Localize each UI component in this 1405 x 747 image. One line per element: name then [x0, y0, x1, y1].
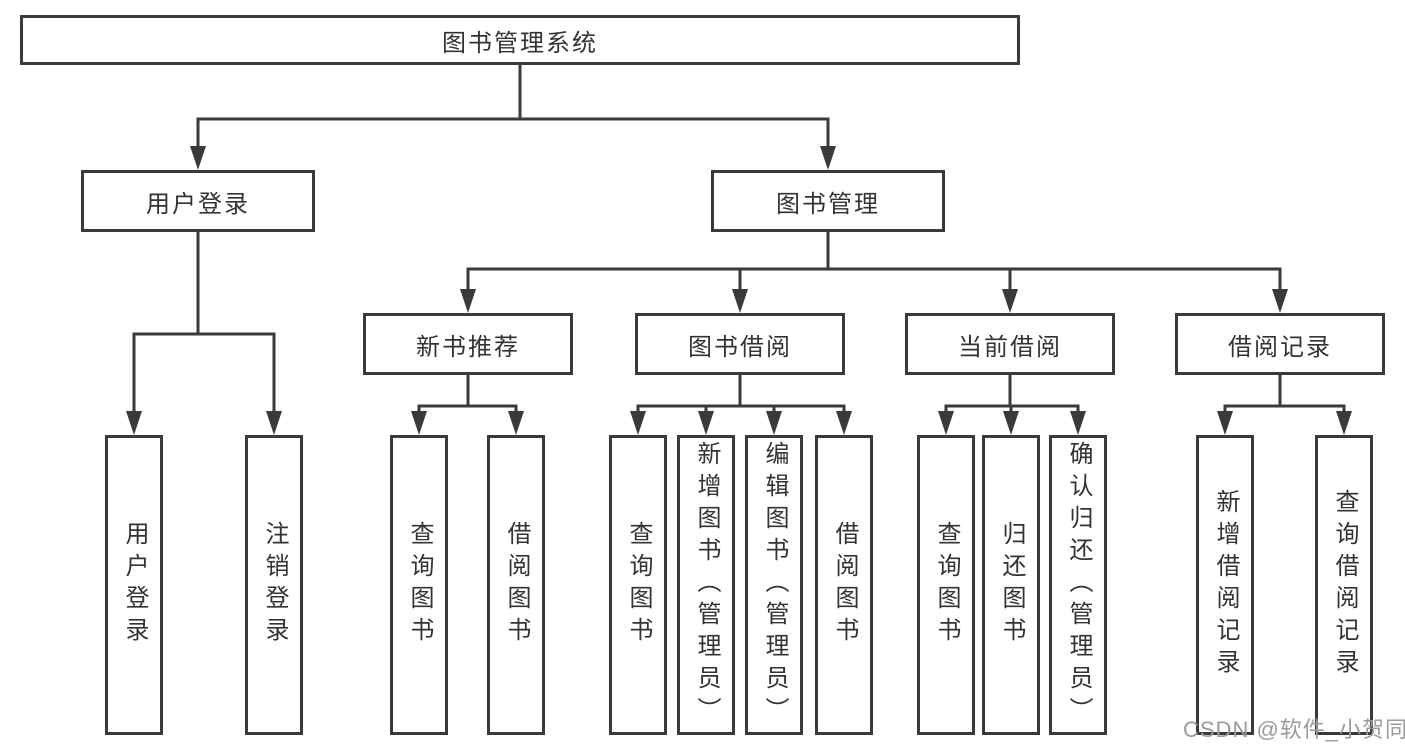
leaf-confirm-return-admin-label: 确认归还（管理员）: [1065, 441, 1092, 729]
leaf-borrow-books-1: 借阅图书: [487, 435, 545, 735]
node-user-login: 用户登录: [81, 170, 315, 232]
leaf-user-login-label: 用户登录: [121, 521, 148, 649]
connector-new-book-recommend-children: [411, 375, 524, 435]
connector-current-borrow-children: [938, 375, 1086, 435]
node-root: 图书管理系统: [20, 15, 1020, 65]
node-root-label: 图书管理系统: [442, 29, 598, 57]
leaf-edit-book-admin: 编辑图书（管理员）: [745, 435, 803, 735]
leaf-confirm-return-admin: 确认归还（管理员）: [1049, 435, 1107, 735]
connector-book-management-modules: [460, 232, 1288, 313]
leaf-add-borrow-record-label: 新增借阅记录: [1212, 489, 1239, 681]
leaf-add-book-admin: 新增图书（管理员）: [677, 435, 735, 735]
leaf-query-borrow-record-label: 查询借阅记录: [1331, 489, 1358, 681]
connector-root-to-level2: [190, 65, 836, 170]
node-current-borrow-label: 当前借阅: [958, 333, 1062, 361]
node-user-login-label: 用户登录: [146, 190, 250, 218]
node-book-management-label: 图书管理: [776, 190, 880, 218]
connector-book-borrow-children: [630, 375, 852, 435]
leaf-query-borrow-record: 查询借阅记录: [1315, 435, 1373, 735]
leaf-query-books-2: 查询图书: [609, 435, 667, 735]
leaf-logout: 注销登录: [245, 435, 303, 735]
leaf-query-books-1-label: 查询图书: [406, 521, 433, 649]
node-new-book-recommend: 新书推荐: [363, 313, 573, 375]
node-new-book-recommend-label: 新书推荐: [416, 333, 520, 361]
leaf-add-borrow-record: 新增借阅记录: [1196, 435, 1254, 735]
leaf-add-book-admin-label: 新增图书（管理员）: [693, 441, 720, 729]
leaf-borrow-books-1-label: 借阅图书: [503, 521, 530, 649]
node-book-borrow: 图书借阅: [635, 313, 845, 375]
leaf-return-book: 归还图书: [982, 435, 1040, 735]
node-book-management: 图书管理: [711, 170, 945, 232]
leaf-return-book-label: 归还图书: [998, 521, 1025, 649]
node-borrow-records-label: 借阅记录: [1228, 333, 1332, 361]
node-book-borrow-label: 图书借阅: [688, 333, 792, 361]
leaf-borrow-books-2-label: 借阅图书: [831, 521, 858, 649]
leaf-user-login: 用户登录: [105, 435, 163, 735]
leaf-edit-book-admin-label: 编辑图书（管理员）: [761, 441, 788, 729]
node-current-borrow: 当前借阅: [905, 313, 1115, 375]
leaf-borrow-books-2: 借阅图书: [815, 435, 873, 735]
leaf-logout-label: 注销登录: [261, 521, 288, 649]
leaf-query-books-3: 查询图书: [917, 435, 975, 735]
leaf-query-books-1: 查询图书: [390, 435, 448, 735]
watermark: CSDN @软件_小贺同学: [1183, 717, 1405, 742]
leaf-query-books-2-label: 查询图书: [625, 521, 652, 649]
leaf-query-books-3-label: 查询图书: [933, 521, 960, 649]
node-borrow-records: 借阅记录: [1175, 313, 1385, 375]
connector-user-login-children: [126, 232, 282, 435]
connector-borrow-records-children: [1217, 375, 1352, 435]
